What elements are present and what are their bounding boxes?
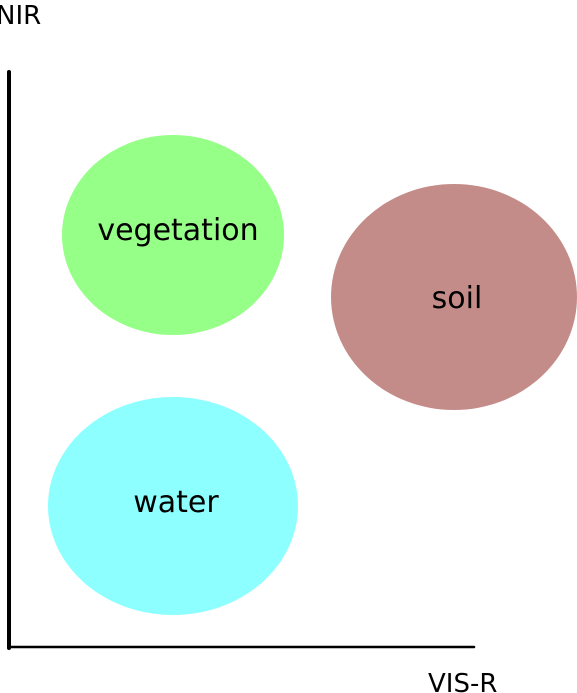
water-label: water bbox=[133, 485, 219, 520]
water-ellipse bbox=[48, 397, 298, 615]
soil-ellipse bbox=[331, 184, 577, 410]
vegetation-label: vegetation bbox=[97, 213, 258, 248]
soil-label: soil bbox=[432, 281, 483, 316]
y-axis-label: NIR bbox=[0, 1, 41, 31]
x-axis-label: VIS-R bbox=[428, 669, 497, 693]
vegetation-ellipse bbox=[62, 135, 284, 335]
